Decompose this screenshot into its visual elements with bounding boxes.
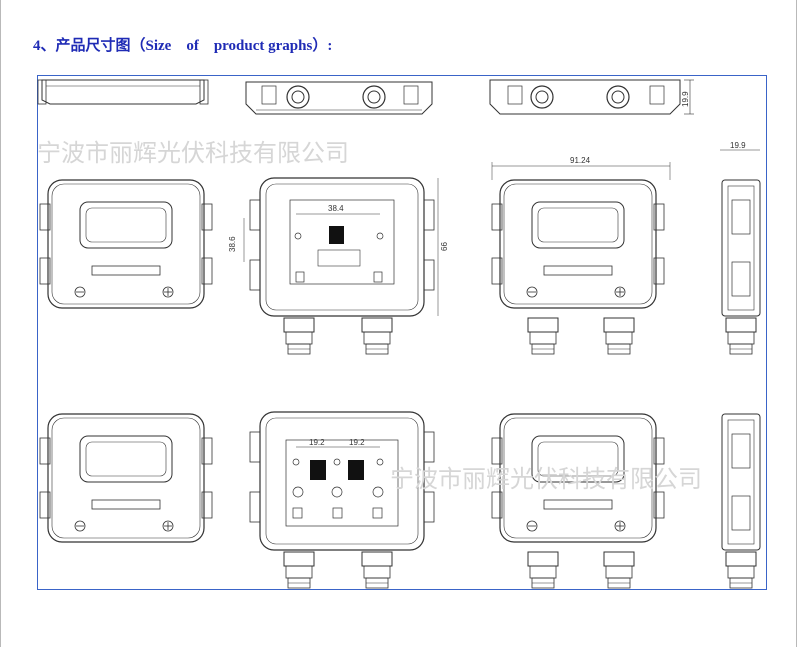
dim-left-height: 38.6 xyxy=(228,236,237,252)
dim-dual-gap-b: 19.2 xyxy=(349,438,365,447)
dim-height-top: 19.9 xyxy=(681,91,690,107)
dim-dual-gap-a: 19.2 xyxy=(309,438,325,447)
dim-single-gap: 38.4 xyxy=(328,204,344,213)
open-box-dual xyxy=(249,411,435,589)
dim-right-height: 66 xyxy=(440,242,449,251)
dim-height-side: 19.9 xyxy=(730,141,746,150)
section-heading: 4、产品尺寸图（Size of product graphs）: xyxy=(33,38,333,54)
page-left-rule xyxy=(0,0,1,647)
side-view-2 xyxy=(721,413,761,589)
side-view xyxy=(720,149,761,355)
top-view-center xyxy=(245,81,433,115)
page-right-rule xyxy=(796,0,797,647)
top-view-right xyxy=(489,79,694,115)
watermark-top: 宁波市丽辉光伏科技有限公司 xyxy=(37,139,349,167)
watermark-bottom: 宁波市丽辉光伏科技有限公司 xyxy=(390,465,702,493)
open-box-single xyxy=(243,177,439,355)
dim-width-overall: 91.24 xyxy=(570,156,591,165)
drawing-frame xyxy=(37,75,767,590)
